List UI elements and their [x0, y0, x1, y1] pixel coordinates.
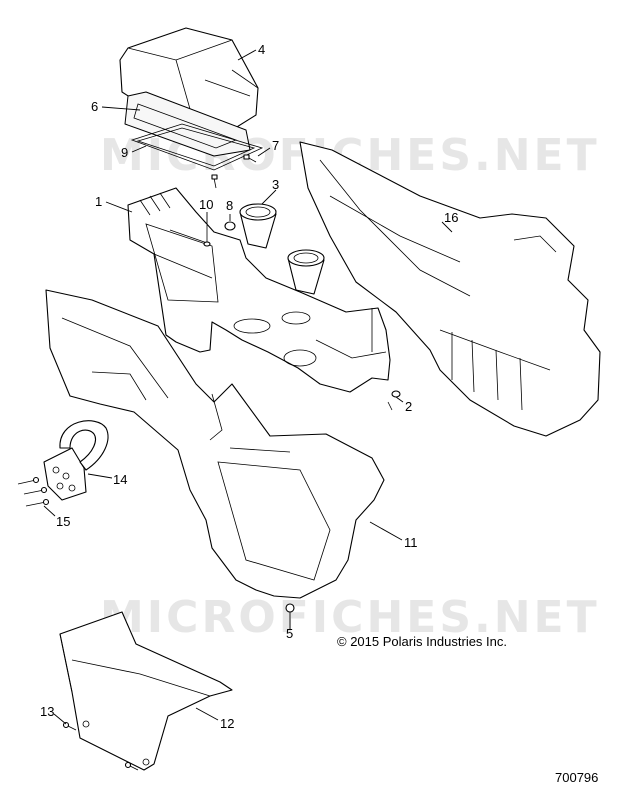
part-cup-holder-b — [287, 249, 325, 295]
callout-10: 10 — [199, 197, 213, 212]
callout-4: 4 — [258, 42, 265, 57]
part-right-panel — [299, 141, 601, 437]
part-skid-plate — [59, 611, 233, 771]
callouts: 4 6 7 9 1 10 8 3 16 2 14 15 11 5 13 12 — [40, 42, 458, 731]
part-nut-8 — [224, 221, 236, 231]
copyright-text: © 2015 Polaris Industries Inc. — [337, 634, 507, 649]
part-screw-10 — [203, 225, 211, 247]
part-bushing-2 — [387, 390, 401, 411]
callout-5: 5 — [286, 626, 293, 641]
callout-8: 8 — [226, 198, 233, 213]
part-screw-13 — [62, 721, 139, 771]
part-fastener-5 — [285, 603, 295, 613]
callout-9: 9 — [121, 145, 128, 160]
callout-1: 1 — [95, 194, 102, 209]
callout-7: 7 — [272, 138, 279, 153]
leader-lines — [43, 49, 453, 725]
part-cup-holder-a — [239, 203, 277, 249]
figure-number: 700796 — [555, 770, 598, 785]
callout-15: 15 — [56, 514, 70, 529]
part-bolts-15 — [17, 476, 50, 507]
watermark-bottom: MICROFICHES.NET — [100, 592, 600, 643]
part-left-panel — [45, 289, 385, 599]
part-grab-handle — [43, 420, 109, 501]
part-seal — [130, 123, 264, 171]
callout-3: 3 — [272, 177, 279, 192]
callout-12: 12 — [220, 716, 234, 731]
callout-14: 14 — [113, 472, 127, 487]
callout-16: 16 — [444, 210, 458, 225]
callout-2: 2 — [405, 399, 412, 414]
part-screws-7 — [211, 154, 257, 189]
part-center-console — [127, 187, 391, 393]
callout-11: 11 — [404, 535, 418, 550]
callout-6: 6 — [91, 99, 98, 114]
callout-13: 13 — [40, 704, 54, 719]
